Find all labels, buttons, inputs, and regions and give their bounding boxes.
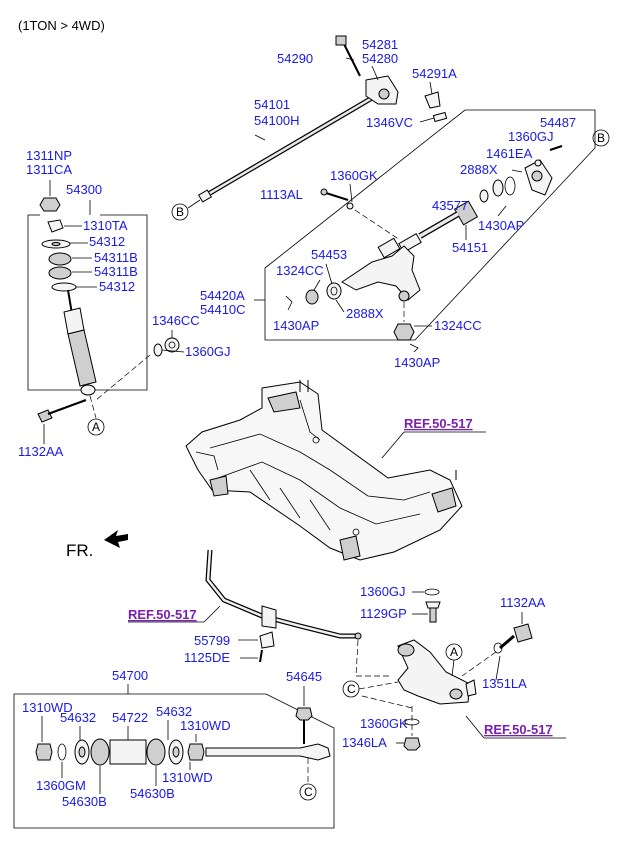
label-54420A[interactable]: 54420A <box>200 288 245 303</box>
label-1346CC[interactable]: 1346CC <box>152 313 200 328</box>
label-1430AP-right[interactable]: 1430AP <box>478 218 524 233</box>
shock-frame <box>27 214 148 391</box>
callout-B-right <box>592 129 610 147</box>
label-1113AL[interactable]: 1113AL <box>260 187 303 202</box>
label-2888X-top[interactable]: 2888X <box>460 162 498 177</box>
label-1430AP-mid[interactable]: 1430AP <box>273 318 319 333</box>
bolt-1129GP <box>425 601 441 623</box>
label-2888X-mid[interactable]: 2888X <box>346 306 384 321</box>
shock-absorber-body <box>63 289 97 396</box>
link-parts <box>35 738 331 766</box>
shock-washers <box>41 219 77 292</box>
label-1129GP[interactable]: 1129GP <box>360 606 407 621</box>
label-1360GK-bot[interactable]: 1360GK <box>360 716 408 731</box>
bushing-54453 <box>305 282 342 305</box>
lower-arm <box>397 639 477 705</box>
tie-rod-54101 <box>197 95 374 203</box>
label-1430AP-low[interactable]: 1430AP <box>394 355 440 370</box>
label-54280[interactable]: 54280 <box>362 51 398 66</box>
bolt-54645 <box>295 707 313 744</box>
label-1310TA[interactable]: 1310TA <box>83 218 128 233</box>
callout-C-bottom-label: C <box>304 785 313 799</box>
callout-C-bottom <box>299 783 317 801</box>
fr-arrow-icon <box>104 530 128 548</box>
label-54281[interactable]: 54281 <box>362 37 398 52</box>
label-1310WD-a[interactable]: 1310WD <box>22 700 73 715</box>
nut-1311NP <box>39 197 61 212</box>
bolt-1132AA-right <box>493 623 533 654</box>
ref-left[interactable]: REF.50-517 <box>128 607 197 622</box>
caption: (1TON > 4WD) <box>18 18 105 33</box>
label-1360GM[interactable]: 1360GM <box>36 778 86 793</box>
label-54291A[interactable]: 54291A <box>412 66 457 81</box>
label-54311B-a[interactable]: 54311B <box>94 250 138 265</box>
label-1360GJ-mid[interactable]: 1360GJ <box>185 344 231 359</box>
label-1324CC-a[interactable]: 1324CC <box>276 263 324 278</box>
callout-B-left <box>171 203 189 221</box>
tie-rod-end-54487 <box>524 145 563 196</box>
label-1132AA-left[interactable]: 1132AA <box>18 444 64 459</box>
label-1360GJ-top[interactable]: 1360GJ <box>508 129 554 144</box>
label-54632-b[interactable]: 54632 <box>156 704 192 719</box>
upper-arm-frame <box>264 109 596 341</box>
bracket-55799 <box>259 631 275 663</box>
label-1346LA[interactable]: 1346LA <box>342 735 387 750</box>
label-54487[interactable]: 54487 <box>540 115 576 130</box>
bushing-1346CC <box>153 337 180 357</box>
callout-B-left-label: B <box>176 205 184 219</box>
label-54645[interactable]: 54645 <box>286 669 322 684</box>
callout-B-right-label: B <box>597 131 605 145</box>
label-54311B-b[interactable]: 54311B <box>94 264 138 279</box>
ref-lower[interactable]: REF.50-517 <box>484 722 553 737</box>
label-43577[interactable]: 43577 <box>432 198 468 213</box>
label-1125DE[interactable]: 1125DE <box>184 650 230 665</box>
torsion-anchor-54280 <box>335 35 448 123</box>
label-54700[interactable]: 54700 <box>112 668 148 683</box>
stabilizer-bar <box>205 549 362 640</box>
label-54312-a[interactable]: 54312 <box>89 234 125 249</box>
nut-1324CC <box>393 323 415 341</box>
label-1311CA[interactable]: 1311CA <box>26 162 72 177</box>
label-1132AA-right[interactable]: 1132AA <box>500 595 546 610</box>
label-54100H[interactable]: 54100H <box>254 113 300 128</box>
label-55799[interactable]: 55799 <box>194 633 230 648</box>
label-54151[interactable]: 54151 <box>452 240 488 255</box>
ref-upper[interactable]: REF.50-517 <box>404 416 473 431</box>
label-1310WD-c[interactable]: 1310WD <box>162 770 213 785</box>
label-1351LA[interactable]: 1351LA <box>482 676 527 691</box>
label-1346VC[interactable]: 1346VC <box>366 115 413 130</box>
label-1311NP[interactable]: 1311NP <box>26 148 72 163</box>
label-54630B-a[interactable]: 54630B <box>62 794 107 809</box>
label-54290[interactable]: 54290 <box>277 51 313 66</box>
callout-A-right-label: A <box>450 645 458 659</box>
link-assy-frame <box>13 693 335 829</box>
label-1461EA[interactable]: 1461EA <box>486 146 533 161</box>
label-54632-a[interactable]: 54632 <box>60 710 96 725</box>
label-54453[interactable]: 54453 <box>311 247 347 262</box>
label-54300[interactable]: 54300 <box>66 182 102 197</box>
label-54410C[interactable]: 54410C <box>200 302 246 317</box>
fr-label: FR. <box>66 541 93 560</box>
label-54312-b[interactable]: 54312 <box>99 279 135 294</box>
label-1324CC-b[interactable]: 1324CC <box>434 318 482 333</box>
label-1360GJ-bot[interactable]: 1360GJ <box>360 584 406 599</box>
crossmember-frame <box>185 380 463 561</box>
callout-A-left-label: A <box>92 420 100 434</box>
label-54630B-b[interactable]: 54630B <box>130 786 175 801</box>
upper-arm-54410C <box>341 237 421 302</box>
label-1360GK-top[interactable]: 1360GK <box>330 168 378 183</box>
callout-C-mid-label: C <box>347 682 356 696</box>
bolt-1113AL <box>320 188 354 210</box>
label-1310WD-b[interactable]: 1310WD <box>180 718 231 733</box>
callout-A-left <box>87 418 105 436</box>
bolt-1132AA-left <box>37 399 87 423</box>
label-54722[interactable]: 54722 <box>112 710 148 725</box>
label-54101[interactable]: 54101 <box>254 97 290 112</box>
